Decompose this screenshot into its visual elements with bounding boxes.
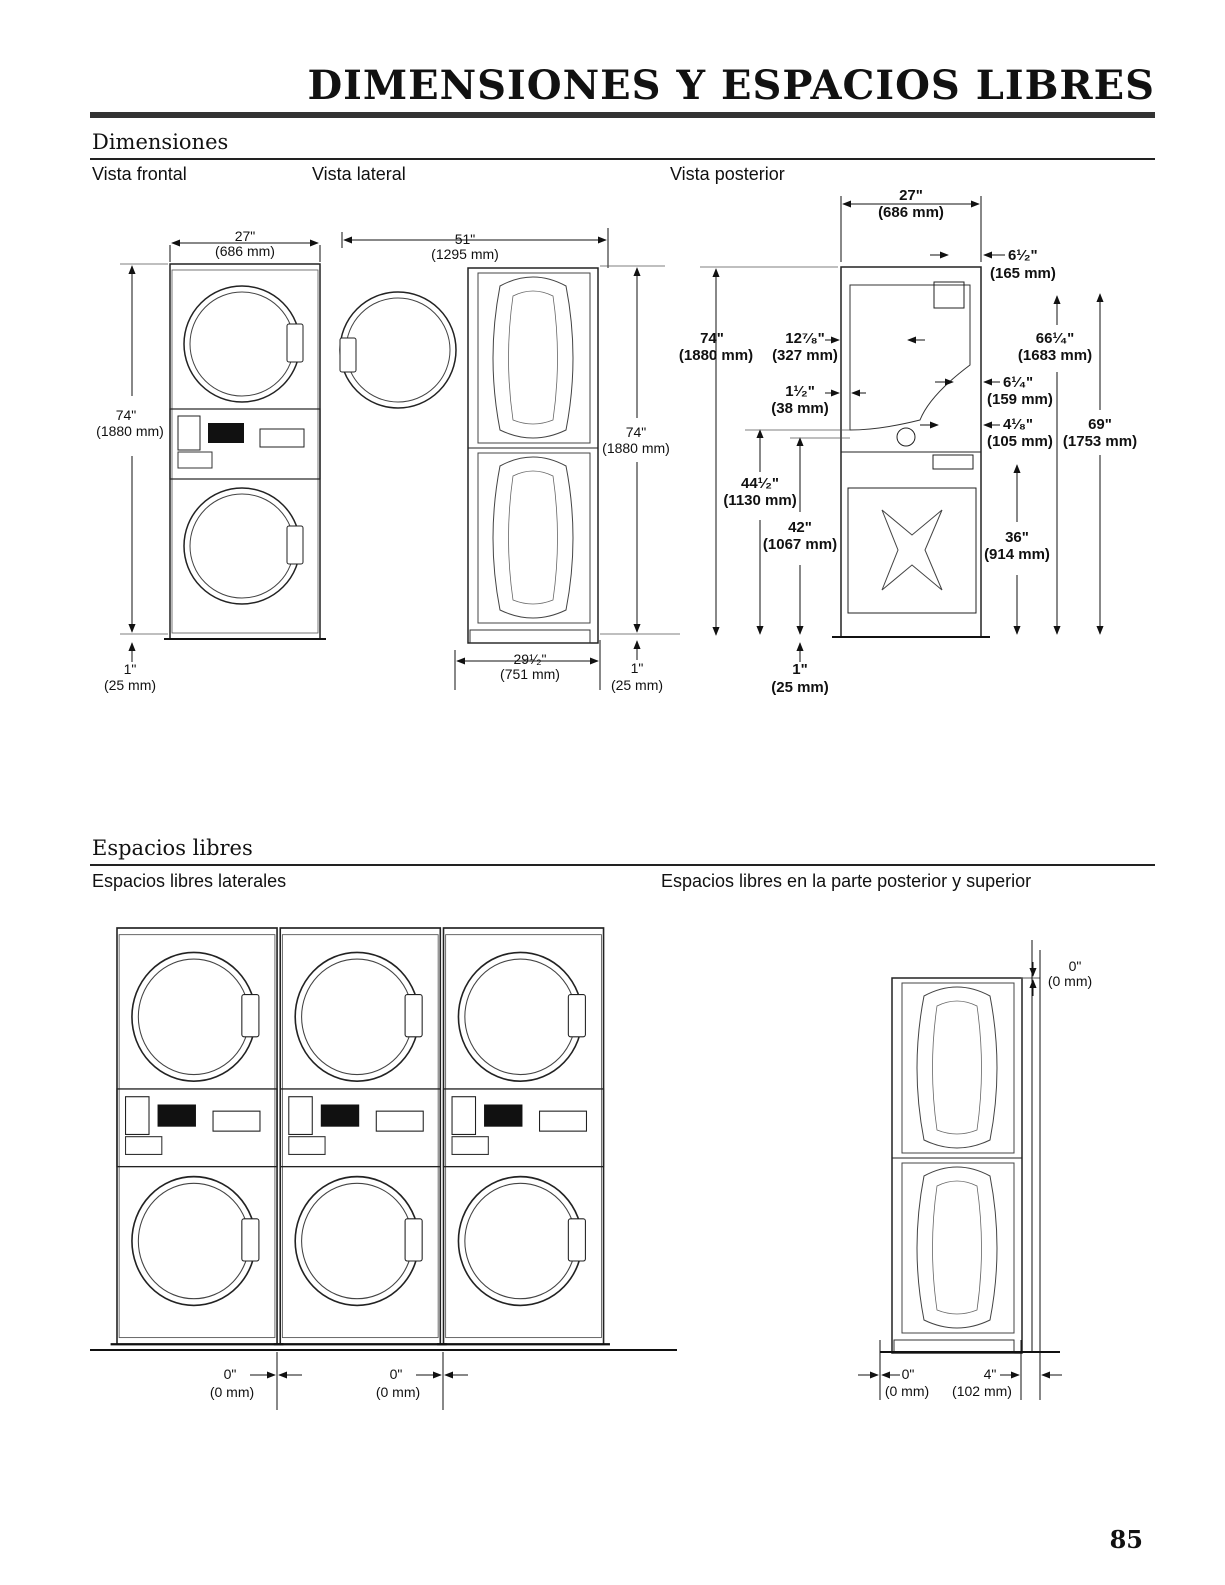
front-clearance: 0"	[902, 1366, 915, 1382]
top-clearance: 0"	[1069, 958, 1082, 974]
title-rule	[90, 112, 1155, 118]
rear-d10: 36"	[1005, 529, 1029, 546]
rear-d5: 6¹⁄₄"	[1003, 374, 1033, 391]
rear-d2-mm: (327 mm)	[772, 347, 838, 364]
rear-base-mm: (25 mm)	[771, 679, 829, 696]
front-base: 1"	[124, 661, 137, 677]
rear-d7: 69"	[1088, 416, 1112, 433]
side-depth-open: 51"	[455, 231, 476, 247]
side-clearance-gap-1: 0"	[224, 1366, 237, 1382]
rear-height: 74"	[700, 330, 724, 347]
top-clearance-mm: (0 mm)	[1048, 973, 1092, 989]
rear-d3: 66¹⁄₄"	[1036, 330, 1074, 347]
rear-d2: 12⁷⁄₈"	[785, 330, 825, 347]
front-clearance-mm: (0 mm)	[885, 1383, 929, 1399]
rear-width: 27"	[899, 187, 923, 204]
side-view-label: Vista lateral	[312, 164, 406, 184]
side-clearance-gap-2: 0"	[390, 1366, 403, 1382]
side-clearance-gap-2-mm: (0 mm)	[376, 1384, 420, 1400]
front-height-mm: (1880 mm)	[96, 423, 164, 439]
side-depth: 29¹⁄₂"	[514, 651, 547, 667]
section-rule	[90, 864, 1155, 866]
section-rule	[90, 158, 1155, 160]
rear-base: 1"	[792, 661, 807, 678]
front-width-mm: (686 mm)	[215, 243, 275, 259]
side-height-mm: (1880 mm)	[602, 440, 670, 456]
side-base-mm: (25 mm)	[611, 677, 663, 693]
rear-d9-mm: (1067 mm)	[763, 536, 837, 553]
front-height: 74"	[116, 407, 137, 423]
section-title-clearances: Espacios libres	[92, 836, 253, 860]
section-title-dimensions: Dimensiones	[92, 130, 229, 154]
rear-d3-mm: (1683 mm)	[1018, 347, 1092, 364]
rear-height-mm: (1880 mm)	[679, 347, 753, 364]
front-width: 27"	[235, 228, 256, 244]
side-height: 74"	[626, 424, 647, 440]
side-clearance-gap-1-mm: (0 mm)	[210, 1384, 254, 1400]
rear-d4: 1¹⁄₂"	[785, 383, 815, 400]
side-depth-mm: (751 mm)	[500, 666, 560, 682]
rear-d6-mm: (105 mm)	[987, 433, 1053, 450]
rear-view-label: Vista posterior	[670, 164, 785, 184]
back-clearance: 4"	[984, 1366, 997, 1382]
rear-d9: 42"	[788, 519, 812, 536]
rear-d6: 4¹⁄₈"	[1003, 416, 1033, 433]
rear-d4-mm: (38 mm)	[771, 400, 829, 417]
rear-d5-mm: (159 mm)	[987, 391, 1053, 408]
side-clearance-label: Espacios libres laterales	[92, 871, 287, 891]
front-base-mm: (25 mm)	[104, 677, 156, 693]
rear-d8-mm: (1130 mm)	[723, 492, 796, 509]
rear-d1: 6¹⁄₂"	[1008, 247, 1038, 264]
back-clearance-mm: (102 mm)	[952, 1383, 1012, 1399]
rear-d10-mm: (914 mm)	[984, 546, 1050, 563]
rear-width-mm: (686 mm)	[878, 204, 944, 221]
rear-d7-mm: (1753 mm)	[1063, 433, 1137, 450]
front-view-label: Vista frontal	[92, 164, 187, 184]
page-title: DIMENSIONES Y ESPACIOS LIBRES	[307, 62, 1155, 109]
rear-clearance-label: Espacios libres en la parte posterior y …	[661, 871, 1032, 891]
side-depth-open-mm: (1295 mm)	[431, 246, 499, 262]
rear-d8: 44¹⁄₂"	[741, 475, 779, 492]
page-number: 85	[1109, 1525, 1143, 1554]
side-base: 1"	[631, 660, 644, 676]
rear-d1-mm: (165 mm)	[990, 265, 1056, 282]
